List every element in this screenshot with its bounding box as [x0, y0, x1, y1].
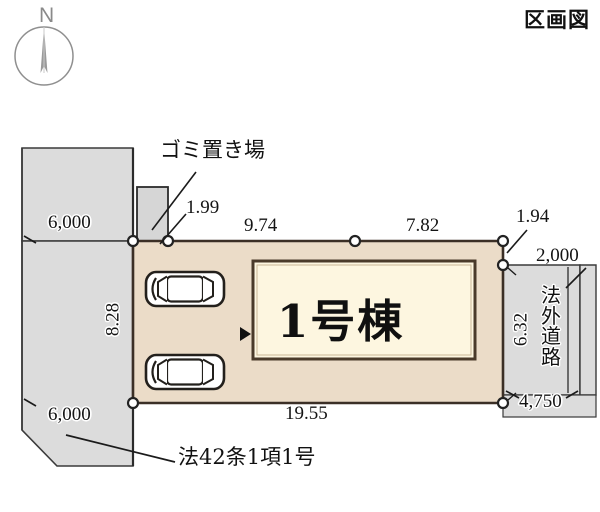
hougai-char-3: 路: [541, 344, 561, 369]
dim-top-right-segment: 7.82: [406, 215, 440, 236]
lot-vertex-markers: [126, 234, 510, 410]
compass-label: N: [39, 4, 55, 27]
hougai-road-label: 法 外 道 路: [539, 285, 563, 367]
road-west-lower: [21, 240, 134, 467]
dim-bottom: 19.55: [285, 403, 328, 424]
gomi-leader-line: [151, 171, 197, 231]
hougai-char-2: 道: [541, 324, 561, 349]
road-article-leader-line: [65, 434, 176, 463]
dim-road-width-lower: 6,000: [48, 404, 91, 425]
hougai-char-1: 外: [541, 303, 561, 328]
dim-gomi-width: 1.99: [186, 197, 220, 218]
right-seg-leader-line: [506, 229, 528, 254]
dim-arrow-right-side: [507, 267, 517, 401]
gomi-width-leader-line: [159, 213, 187, 245]
dim-left-side: 8.28: [102, 302, 124, 337]
dim-top-left-segment: 9.74: [244, 215, 278, 236]
car-icon-lower: [144, 353, 226, 391]
dim-arrow-east-road: [505, 390, 579, 399]
car-icon-upper: [144, 270, 226, 308]
dim-right-upper-segment: 1.94: [516, 206, 550, 227]
dim-right-side: 6.32: [510, 312, 532, 347]
entrance-arrow-icon: [240, 327, 251, 341]
building-footprint: [251, 259, 477, 361]
building-label: 1号棟: [277, 295, 405, 348]
page-title: 区画図: [524, 7, 590, 32]
compass-north-icon: [14, 26, 74, 86]
road-east-hougai: [502, 264, 597, 396]
dim-east-road-bottom: 4,750: [519, 391, 562, 412]
dim-east-road-width: 2,000: [536, 245, 579, 266]
east-road-width-leader-line: [565, 267, 587, 289]
road-article-label: 法42条1項1号: [178, 445, 316, 469]
gomi-area-label: ゴミ置き場: [160, 138, 265, 162]
building-inner-line: [256, 264, 472, 356]
hougai-char-0: 法: [541, 283, 561, 307]
dim-arrow-road-upper: [23, 235, 37, 244]
dim-arrow-road-lower: [23, 398, 37, 407]
dim-road-width-upper: 6,000: [48, 212, 91, 233]
